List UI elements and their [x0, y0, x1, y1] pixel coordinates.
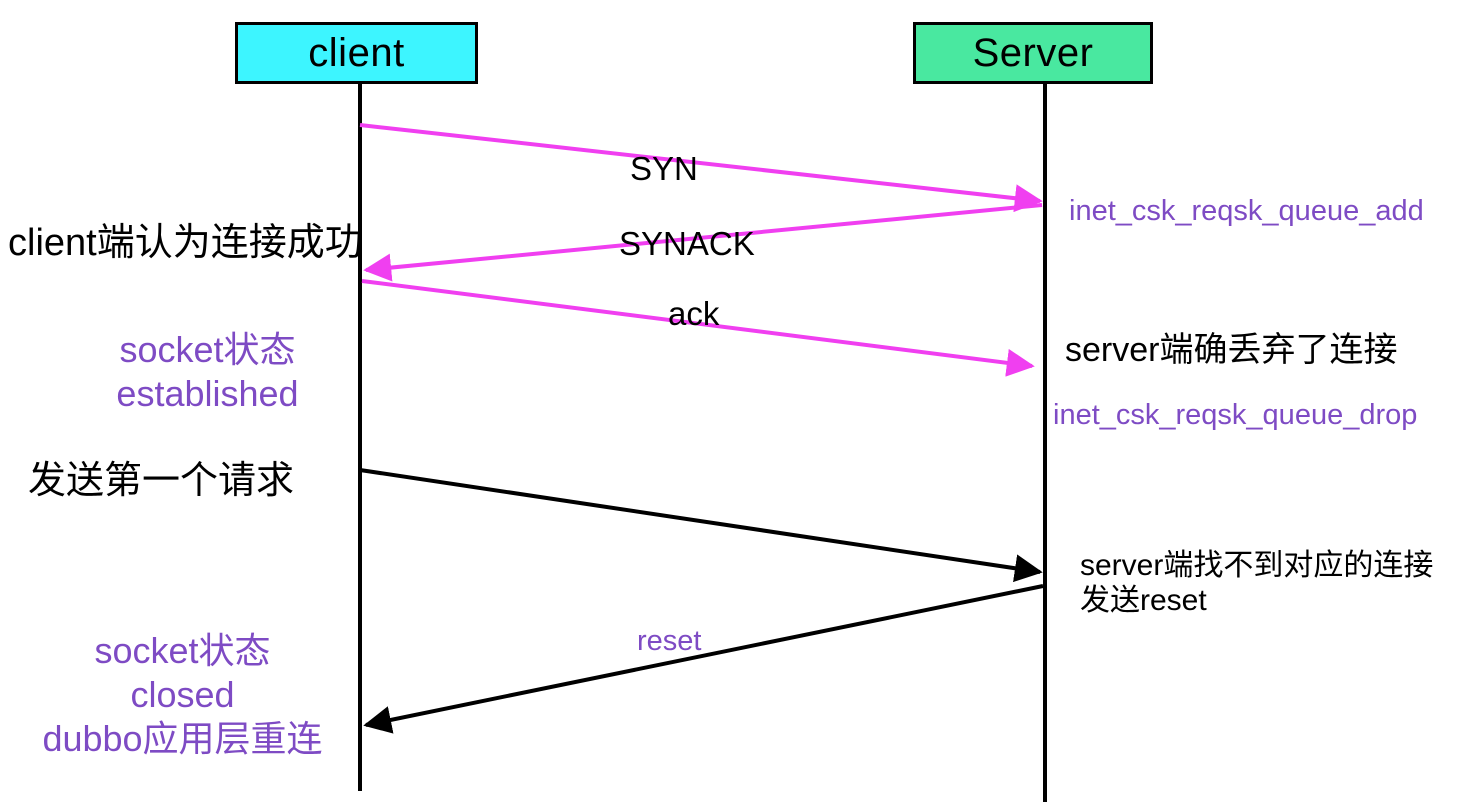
note-server-no-connection-send-reset: server端找不到对应的连接 发送reset	[1080, 549, 1434, 618]
message-label-reset: reset	[637, 625, 702, 657]
message-arrow-synack	[363, 203, 1043, 282]
message-arrow-reset	[363, 584, 1044, 734]
note-server-dropped-connection: server端确丢弃了连接	[1065, 331, 1398, 369]
participant-box-server[interactable]: Server	[913, 22, 1153, 84]
note-client-connect-success: client端认为连接成功	[8, 222, 363, 264]
message-arrow-request	[359, 468, 1043, 583]
note-socket-established: socket状态 established	[116, 329, 299, 414]
message-arrow-syn	[359, 123, 1043, 213]
message-label-syn: SYN	[630, 150, 698, 187]
note-inet-csk-reqsk-queue-add: inet_csk_reqsk_queue_add	[1069, 195, 1424, 227]
message-label-ack: ack	[668, 295, 720, 332]
message-arrow-ack	[361, 279, 1035, 377]
note-send-first-request: 发送第一个请求	[28, 460, 295, 502]
message-label-synack: SYNACK	[619, 225, 755, 262]
participant-label-server: Server	[972, 30, 1094, 75]
note-socket-closed-dubbo-reconnect: socket状态 closed dubbo应用层重连	[42, 630, 323, 759]
participant-box-client[interactable]: client	[235, 22, 478, 84]
note-inet-csk-reqsk-queue-drop: inet_csk_reqsk_queue_drop	[1053, 399, 1418, 431]
participant-label-client: client	[308, 30, 405, 75]
